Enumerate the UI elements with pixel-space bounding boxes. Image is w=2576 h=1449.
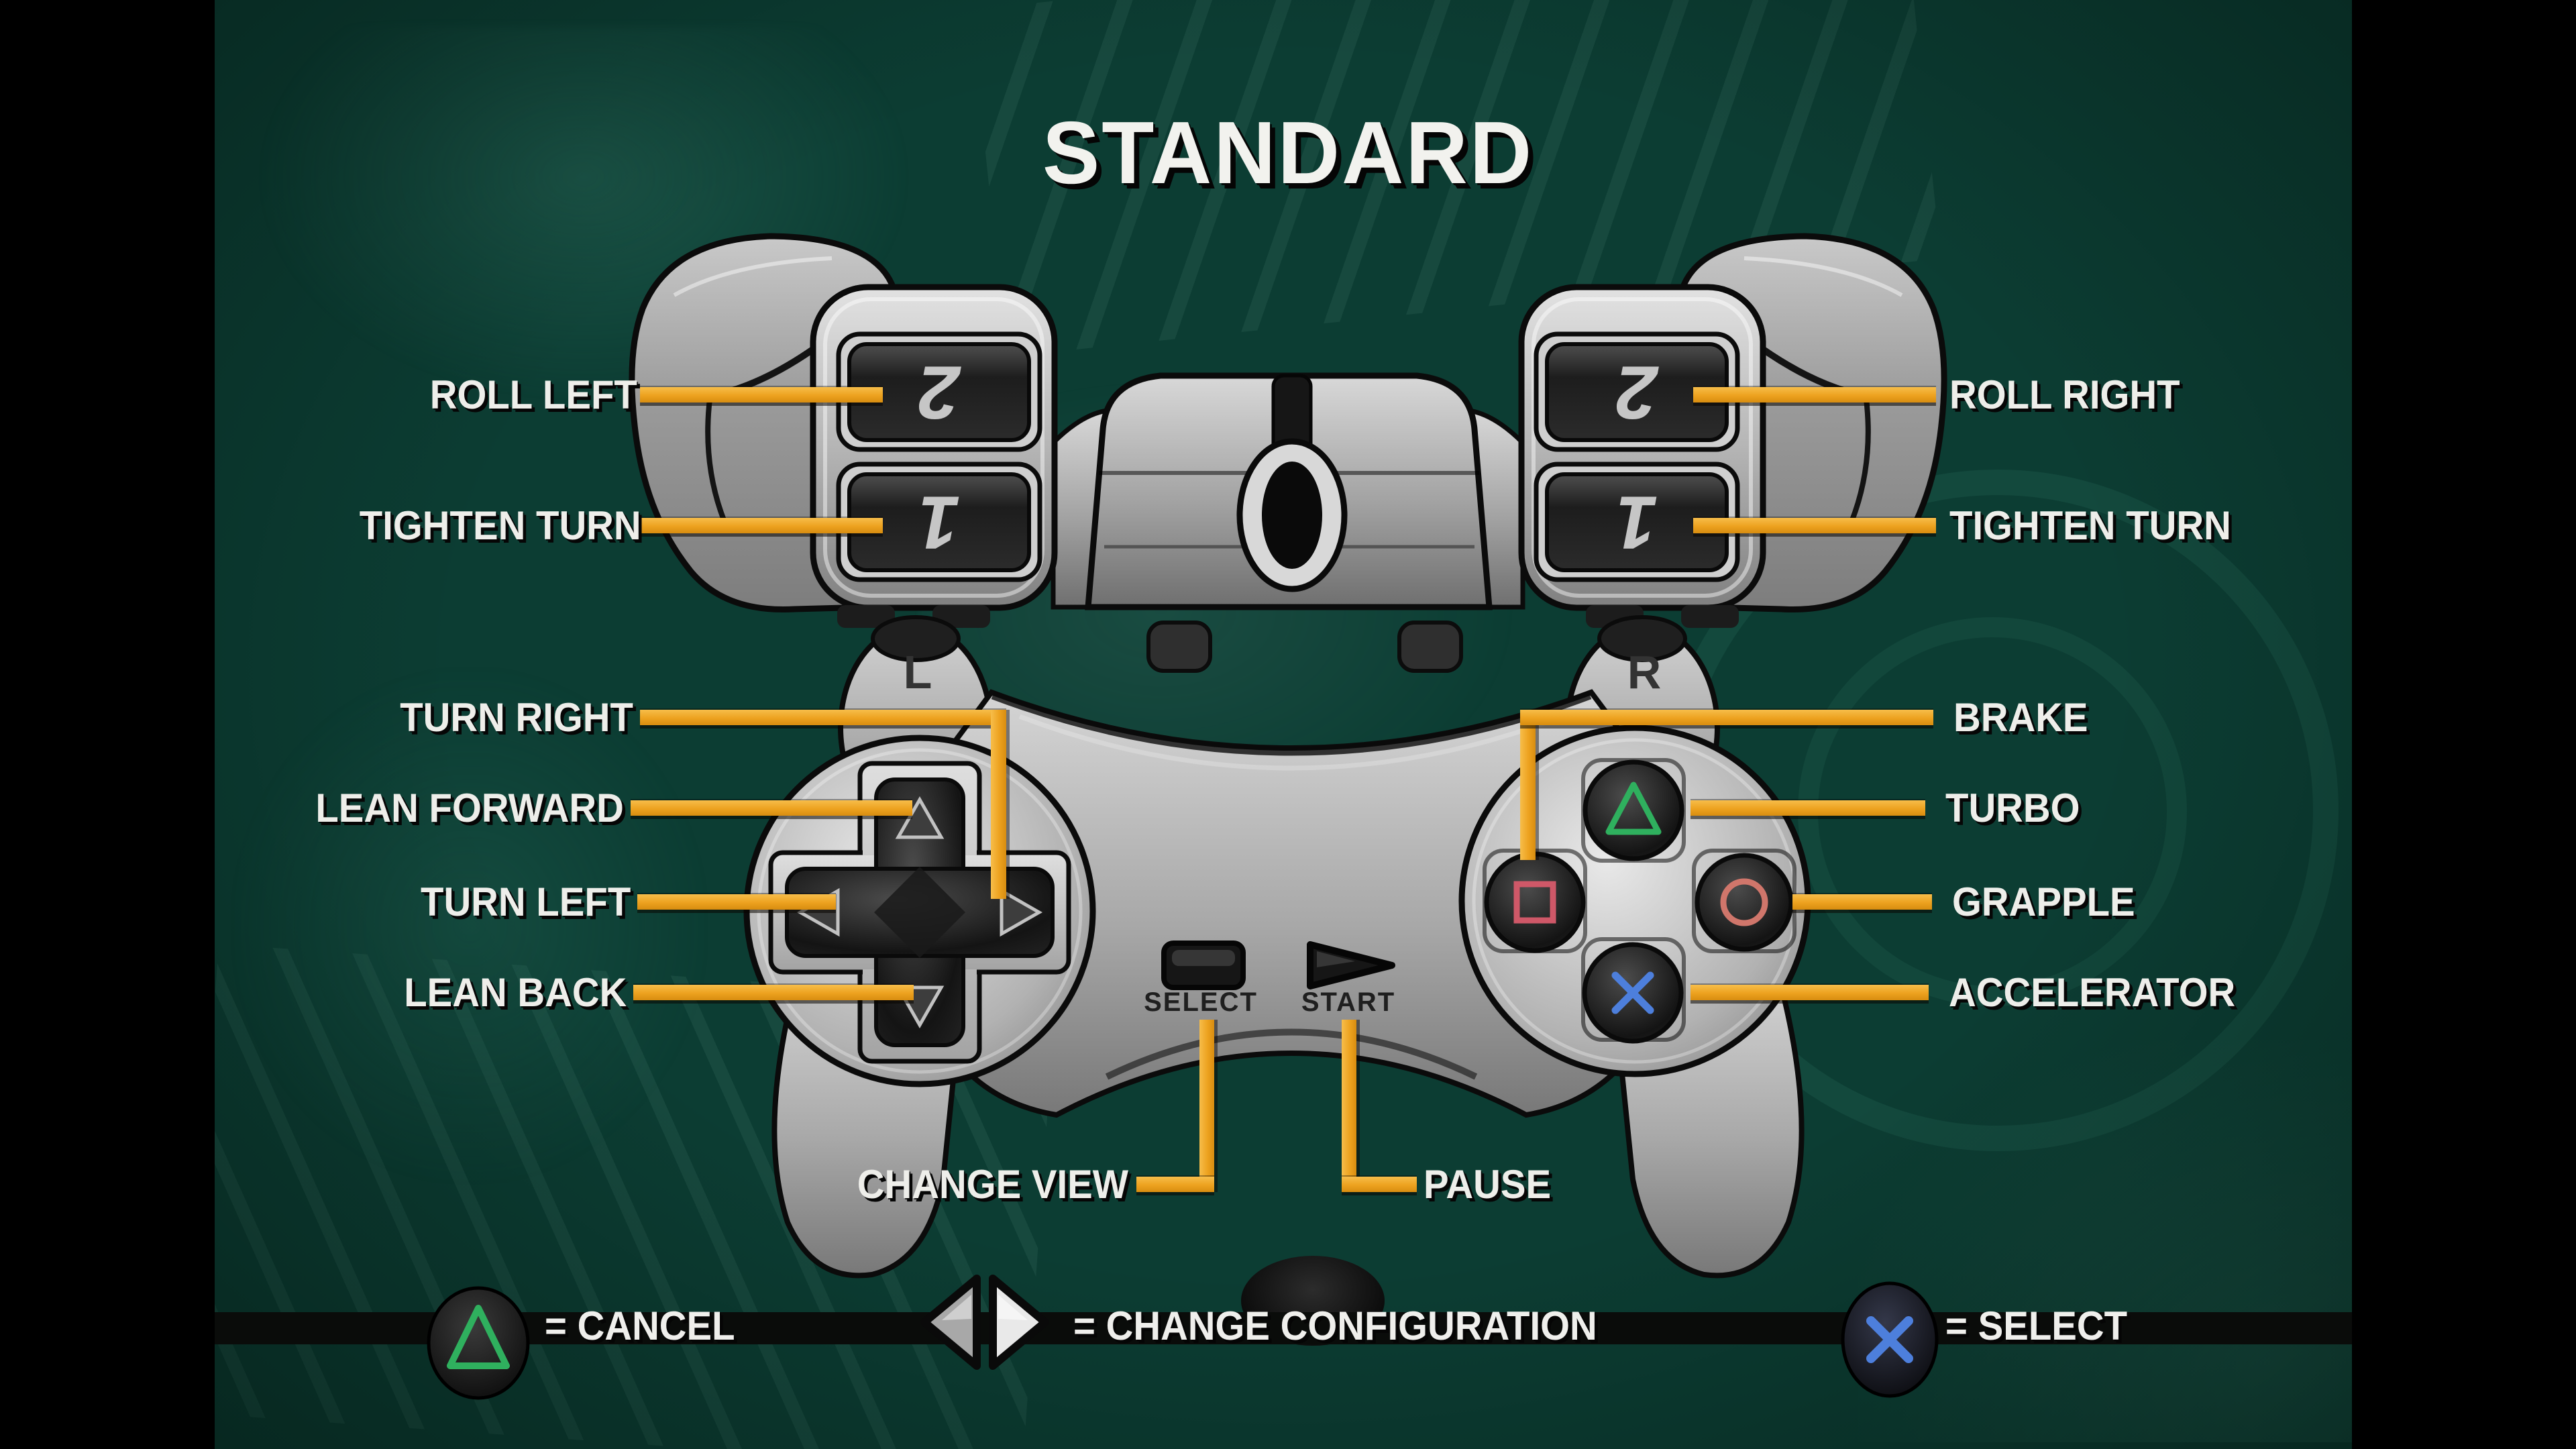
dpad-area xyxy=(743,735,1096,1087)
connector-turbo xyxy=(1690,800,1925,816)
select-button xyxy=(1161,941,1246,990)
circle-glyph-icon xyxy=(1720,878,1768,926)
square-glyph-icon xyxy=(1513,881,1556,924)
face-buttons-area xyxy=(1458,724,1811,1077)
cross-button-icon xyxy=(1841,1281,1939,1398)
l2-label: 2 xyxy=(918,351,961,435)
dpad-right-arrow-icon xyxy=(1000,888,1043,937)
left-shoulder-housing: 2 1 xyxy=(810,284,1058,628)
label-lean-forward: LEAN FORWARD xyxy=(315,786,624,830)
right-shoulder-housing: 2 1 xyxy=(1518,284,1766,628)
shoulder-tip xyxy=(1146,621,1212,673)
housing-foot xyxy=(837,605,895,628)
l-marking: L xyxy=(904,646,932,698)
label-turbo: TURBO xyxy=(1945,786,2080,830)
l2-button: 2 xyxy=(836,331,1042,452)
label-lean-back: LEAN BACK xyxy=(403,970,627,1015)
label-turn-right: TURN RIGHT xyxy=(400,695,633,740)
label-tighten-turn-left: TIGHTEN TURN xyxy=(360,503,641,548)
footer-bar xyxy=(215,1312,2352,1344)
vignette xyxy=(215,0,2352,1449)
l1-label: 1 xyxy=(918,481,960,565)
left-right-arrows-icon xyxy=(920,1275,1049,1370)
start-marking: START xyxy=(1301,987,1395,1017)
label-grapple: GRAPPLE xyxy=(1952,879,2135,924)
connector-brake-v xyxy=(1520,710,1536,860)
r1-label: 1 xyxy=(1616,481,1658,565)
label-brake: BRAKE xyxy=(1953,695,2088,740)
connector-roll-left xyxy=(640,387,883,402)
r2-button: 2 xyxy=(1534,331,1740,452)
label-turn-left: TURN LEFT xyxy=(420,879,631,924)
connector-grapple xyxy=(1792,894,1932,910)
connector-roll-right xyxy=(1693,387,1936,402)
triangle-button xyxy=(1582,759,1684,861)
label-accelerator: ACCELERATOR xyxy=(1949,970,2236,1015)
connector-tighten-turn-left xyxy=(640,518,883,533)
page-title: STANDARD xyxy=(1042,103,1534,202)
circle-button xyxy=(1695,853,1794,952)
l1-button: 1 xyxy=(836,462,1042,582)
connector-lean-forward xyxy=(631,800,912,816)
start-button xyxy=(1307,941,1395,989)
square-button xyxy=(1484,851,1586,953)
connector-turn-right-v xyxy=(991,710,1006,899)
label-tighten-turn-right: TIGHTEN TURN xyxy=(1949,503,2231,548)
triangle-glyph-icon xyxy=(1605,782,1662,835)
r1-button: 1 xyxy=(1534,462,1740,582)
top-view-center-body xyxy=(1085,372,1493,610)
connector-pause-h xyxy=(1342,1177,1417,1192)
cross-glyph-icon xyxy=(1611,971,1654,1014)
housing-foot xyxy=(1681,605,1739,628)
controller-top-view: 2 1 2 1 xyxy=(629,233,1947,628)
connector-change-view-h xyxy=(1136,1177,1214,1192)
select-hint-label[interactable]: = SELECT xyxy=(1945,1303,2128,1348)
cable-port-hole xyxy=(1262,462,1322,569)
controller-body xyxy=(916,689,1667,1118)
change-configuration-hint-label[interactable]: = CHANGE CONFIGURATION xyxy=(1073,1303,1597,1348)
label-roll-left: ROLL LEFT xyxy=(429,372,637,417)
connector-brake-h xyxy=(1520,710,1933,725)
r2-label: 2 xyxy=(1616,351,1659,435)
cancel-hint-label[interactable]: = CANCEL xyxy=(545,1303,735,1348)
shoulder-tip xyxy=(1397,621,1463,673)
connector-change-view-v xyxy=(1199,1020,1214,1192)
cross-button xyxy=(1582,942,1684,1044)
dpad-up-arrow-icon xyxy=(895,796,945,839)
label-change-view: CHANGE VIEW xyxy=(857,1162,1128,1207)
label-pause: PAUSE xyxy=(1424,1162,1552,1207)
r-marking: R xyxy=(1627,646,1662,698)
connector-turn-left xyxy=(637,894,836,910)
connector-accelerator xyxy=(1690,985,1929,1000)
dpad-buttons xyxy=(785,777,1055,1047)
label-roll-right: ROLL RIGHT xyxy=(1949,372,2180,417)
connector-tighten-turn-right xyxy=(1693,518,1936,533)
connector-turn-right-h xyxy=(640,710,1006,725)
controller-front-view: L R xyxy=(743,615,1811,1279)
select-marking: SELECT xyxy=(1144,987,1258,1017)
connector-pause-v xyxy=(1342,1020,1356,1192)
dpad-center xyxy=(874,867,965,958)
triangle-button-icon xyxy=(427,1286,530,1400)
connector-lean-back xyxy=(633,985,914,1000)
